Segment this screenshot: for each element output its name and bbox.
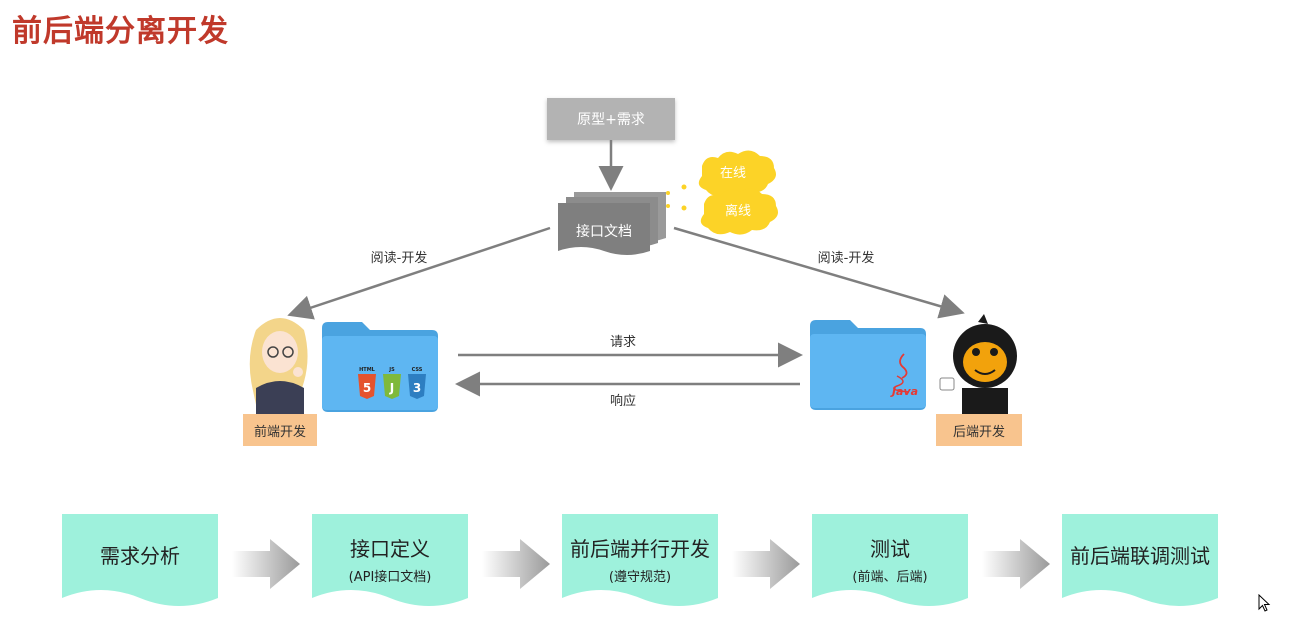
interface-doc-label: 接口文档 (576, 223, 632, 240)
flow-step-3-subtitle: (遵守规范) (608, 570, 672, 585)
flow-step-1-title: 需求分析 (100, 544, 180, 568)
svg-text:3: 3 (413, 381, 421, 395)
backend-folder-icon: Java (810, 320, 926, 410)
flow-step-2: 接口定义 (API接口文档) (312, 533, 468, 585)
cloud-offline (700, 188, 778, 235)
java-label: Java (890, 385, 918, 398)
java-icon (893, 353, 910, 393)
prototype-box (547, 98, 675, 140)
left-arrow-label: 阅读-开发 (371, 250, 428, 266)
frontend-label-box (243, 414, 317, 446)
backend-label: 后端开发 (953, 424, 1005, 440)
html-badge: HTML (359, 367, 376, 373)
flow-step-5-title: 前后端联调测试 (1070, 544, 1210, 568)
flow-step-2-subtitle: (API接口文档) (348, 570, 432, 585)
response-label: 响应 (610, 393, 636, 409)
interface-doc-stack (558, 192, 666, 255)
css-badge: CSS (412, 367, 423, 373)
flow-step-4-subtitle: (前端、后端) (852, 570, 928, 585)
flow-step-4: 测试 (前端、后端) (812, 533, 968, 585)
flow-box-integration (1062, 514, 1218, 606)
backend-label-box (936, 414, 1022, 446)
flow-step-2-title: 接口定义 (350, 537, 430, 561)
doc-to-backend-arrow (673, 226, 965, 319)
frontend-folder-icon: 5 J 3 HTML JS CSS (322, 322, 438, 412)
flow-step-1: 需求分析 (62, 540, 218, 569)
frontend-label: 前端开发 (254, 424, 306, 440)
flow-arrow (732, 539, 800, 589)
cloud-dot (666, 191, 670, 195)
cloud-dot (666, 204, 670, 208)
js-badge: JS (388, 367, 395, 373)
flow-arrow (982, 539, 1050, 589)
cloud-online (698, 150, 776, 197)
svg-text:5: 5 (363, 381, 371, 395)
prototype-label: 原型+需求 (577, 112, 645, 128)
cloud-offline-label: 离线 (725, 203, 751, 219)
svg-text:J: J (389, 381, 394, 395)
request-label: 请求 (610, 335, 636, 350)
flow-arrow (482, 539, 550, 589)
flow-step-3-title: 前后端并行开发 (570, 537, 710, 561)
page-title: 前后端分离开发 (12, 14, 229, 49)
html5-icon: 5 (358, 374, 376, 399)
frontend-developer-avatar (249, 318, 308, 414)
flow-box-testing (812, 514, 968, 606)
css3-icon: 3 (408, 374, 426, 399)
flow-step-4-title: 测试 (870, 537, 910, 561)
right-arrow-label: 阅读-开发 (818, 250, 875, 266)
flow-box-requirements (62, 514, 218, 606)
mouse-cursor-icon (1258, 594, 1271, 612)
js-icon: J (383, 374, 401, 399)
cloud-dot (681, 184, 687, 190)
flow-box-parallel-dev (562, 514, 718, 606)
cloud-online-label: 在线 (720, 166, 746, 181)
flow-arrow (232, 539, 300, 589)
flow-box-api-definition (312, 514, 468, 606)
doc-to-frontend-arrow (287, 226, 551, 320)
flow-step-5: 前后端联调测试 (1062, 540, 1218, 569)
cloud-dot (681, 205, 687, 211)
flow-step-3: 前后端并行开发 (遵守规范) (562, 533, 718, 585)
backend-developer-avatar (939, 314, 1017, 414)
